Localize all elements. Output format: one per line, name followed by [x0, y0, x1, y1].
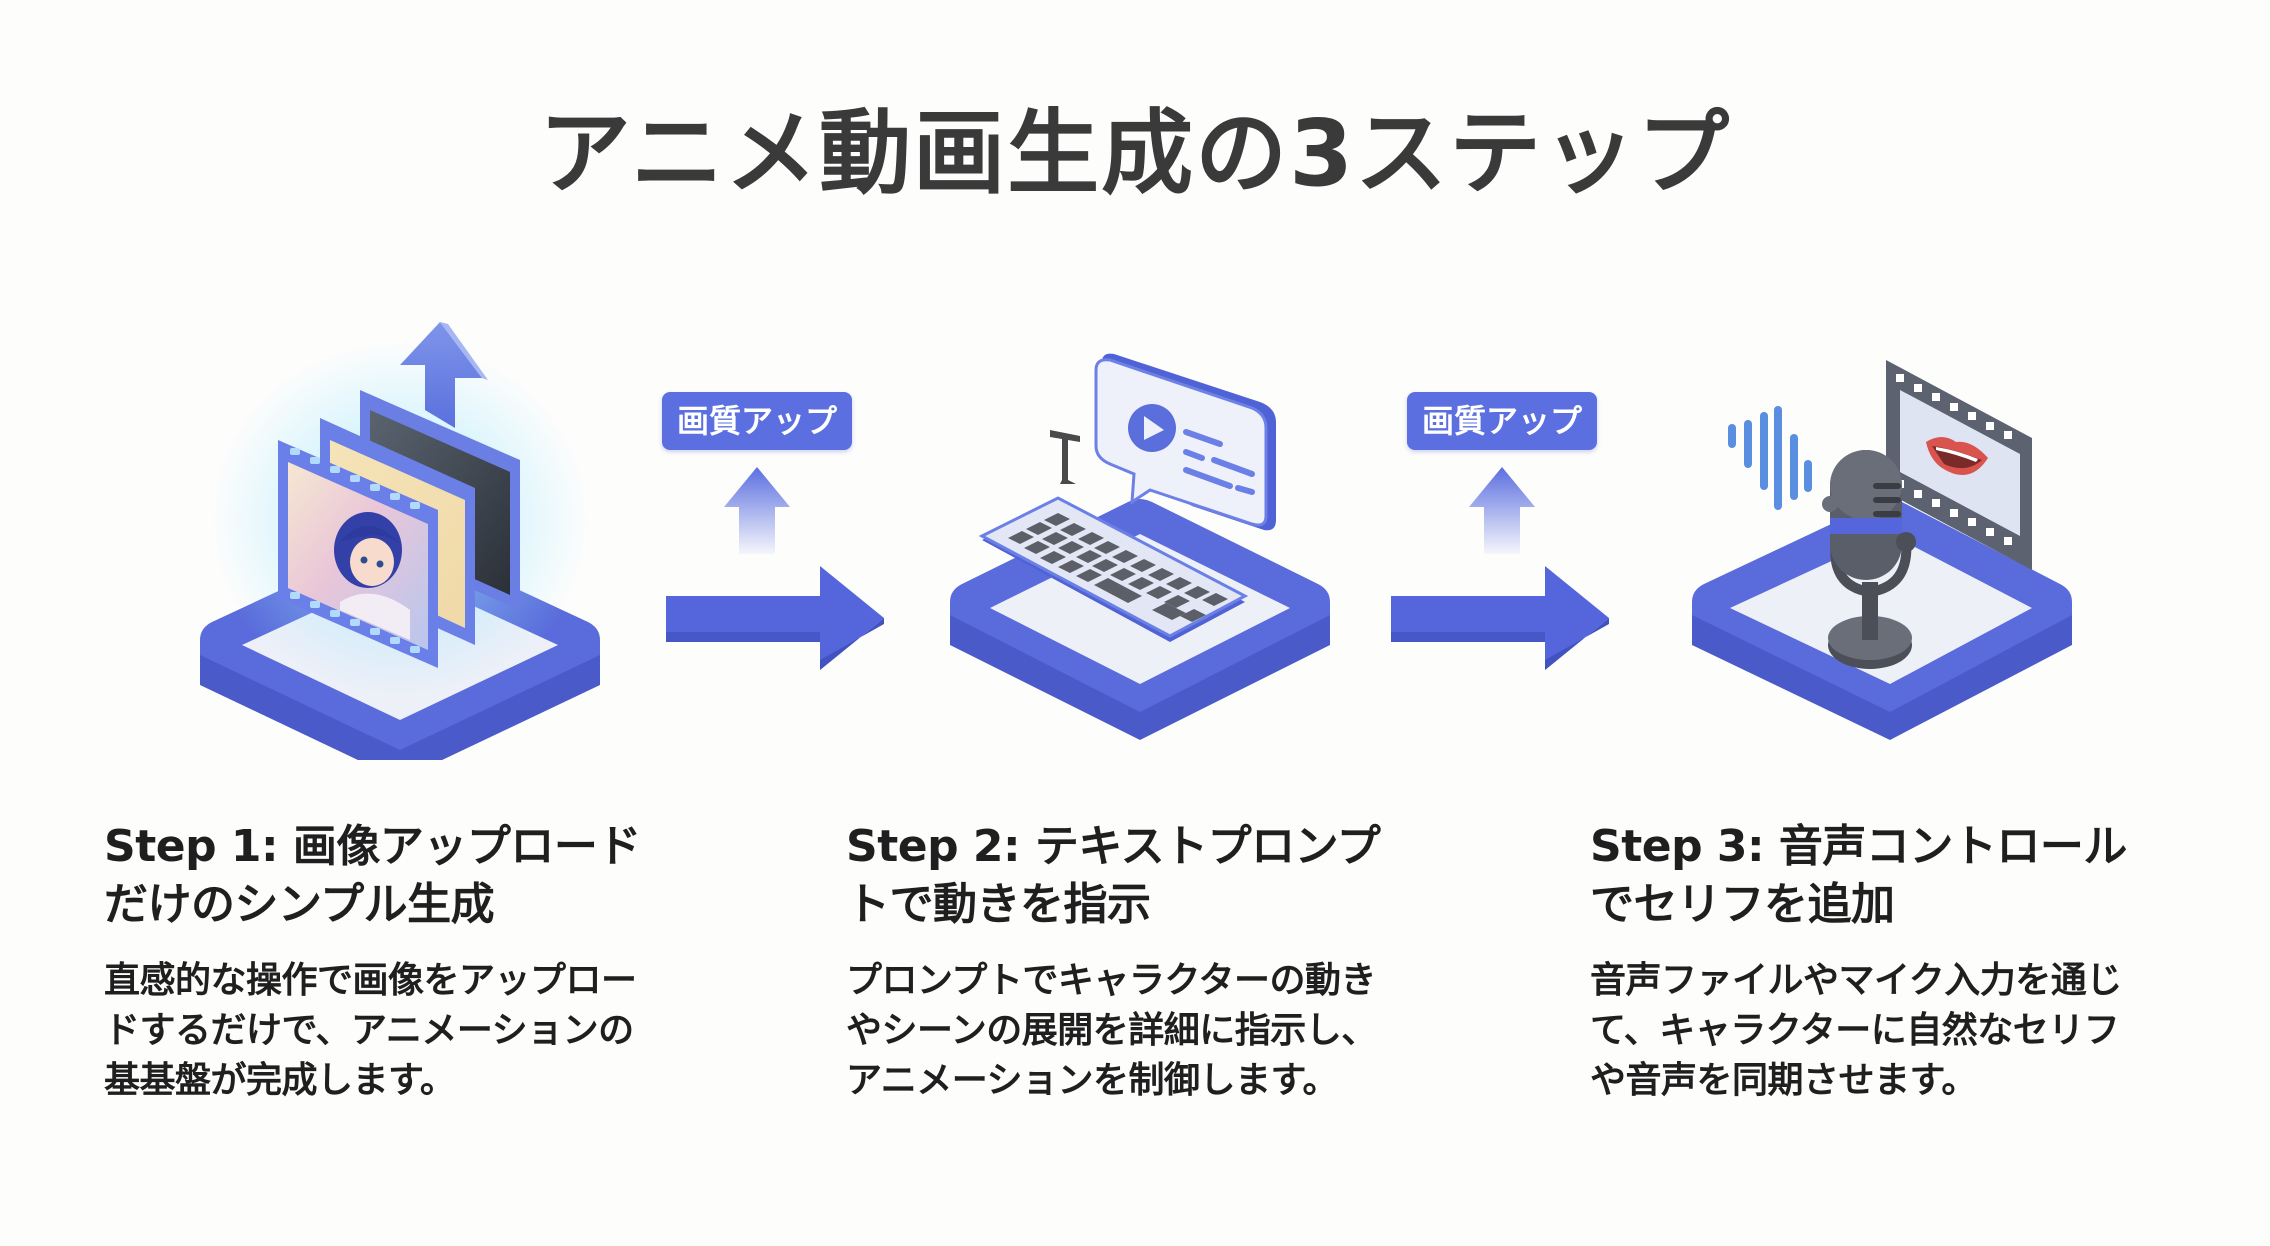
step-heading-line: Step 1: 画像アップロード: [104, 821, 641, 872]
upload-arrow-icon: [400, 322, 488, 428]
step-2-heading: Step 2: テキストプロンプ トで動きを指示: [846, 818, 1446, 934]
quality-up-badge: 画質アップ: [1407, 392, 1597, 450]
speech-bubble-icon: [1094, 353, 1276, 531]
step-heading-line: Step 2: テキストプロンプ: [846, 821, 1381, 872]
step-body-line: プロンプトでキャラクターの動き: [846, 960, 1376, 1001]
step-body-line: や音声を同期させます。: [1590, 1060, 1977, 1101]
text-cursor-icon: [1050, 430, 1080, 484]
step-3-illustration: [1692, 360, 2072, 740]
microphone-icon: [1822, 450, 1916, 669]
step-body-line: て、キャラクターに自然なセリフ: [1590, 1010, 2120, 1051]
step-3-description: 音声ファイルやマイク入力を通じ て、キャラクターに自然なセリフ や音声を同期させ…: [1590, 956, 2190, 1106]
step-body-line: ドするだけで、アニメーションの: [104, 1010, 634, 1051]
step-2-illustration: [950, 353, 1330, 740]
keyboard-icon: [978, 496, 1249, 642]
step-2-text: Step 2: テキストプロンプ トで動きを指示 プロンプトでキャラクターの動き…: [846, 818, 1446, 1106]
lips-icon: [1926, 437, 1988, 476]
quality-up-arrow-icon: [724, 467, 790, 554]
arrow-right-icon: [1391, 566, 1609, 670]
step-body-line: アニメーションを制御します。: [846, 1060, 1338, 1101]
quality-up-arrow-icon: [1469, 467, 1535, 554]
step-1-heading: Step 1: 画像アップロード だけのシンプル生成: [104, 818, 704, 934]
step-2-description: プロンプトでキャラクターの動き やシーンの展開を詳細に指示し、 アニメーションを…: [846, 956, 1446, 1106]
platform-base: [1692, 499, 2072, 740]
step-body-line: 基基盤が完成します。: [104, 1060, 456, 1101]
step-body-line: やシーンの展開を詳細に指示し、: [846, 1010, 1377, 1051]
film-frame-front: [278, 440, 438, 668]
sound-wave-icon: [1728, 406, 1812, 510]
step-3-text: Step 3: 音声コントロール でセリフを追加 音声ファイルやマイク入力を通じ…: [1590, 818, 2190, 1106]
step-body-line: 音声ファイルやマイク入力を通じ: [1590, 960, 2122, 1001]
film-lipsync-icon: [1886, 360, 2032, 570]
step-body-line: 直感的な操作で画像をアップロー: [104, 960, 637, 1001]
step-heading-line: トで動きを指示: [846, 879, 1151, 930]
step-1-illustration: [200, 322, 600, 760]
quality-up-badge: 画質アップ: [662, 392, 852, 450]
step-heading-line: だけのシンプル生成: [104, 879, 495, 930]
step-heading-line: Step 3: 音声コントロール: [1590, 821, 2127, 872]
step-3-heading: Step 3: 音声コントロール でセリフを追加: [1590, 818, 2190, 934]
step-1-text: Step 1: 画像アップロード だけのシンプル生成 直感的な操作で画像をアップ…: [104, 818, 704, 1106]
connector-2: 画質アップ: [1385, 370, 1645, 690]
connector-1: 画質アップ: [640, 370, 900, 690]
page-title: アニメ動画生成の3ステップ: [538, 100, 1732, 207]
arrow-right-icon: [666, 566, 884, 670]
step-1-description: 直感的な操作で画像をアップロー ドするだけで、アニメーションの 基基盤が完成しま…: [104, 956, 704, 1106]
step-heading-line: でセリフを追加: [1590, 879, 1895, 930]
